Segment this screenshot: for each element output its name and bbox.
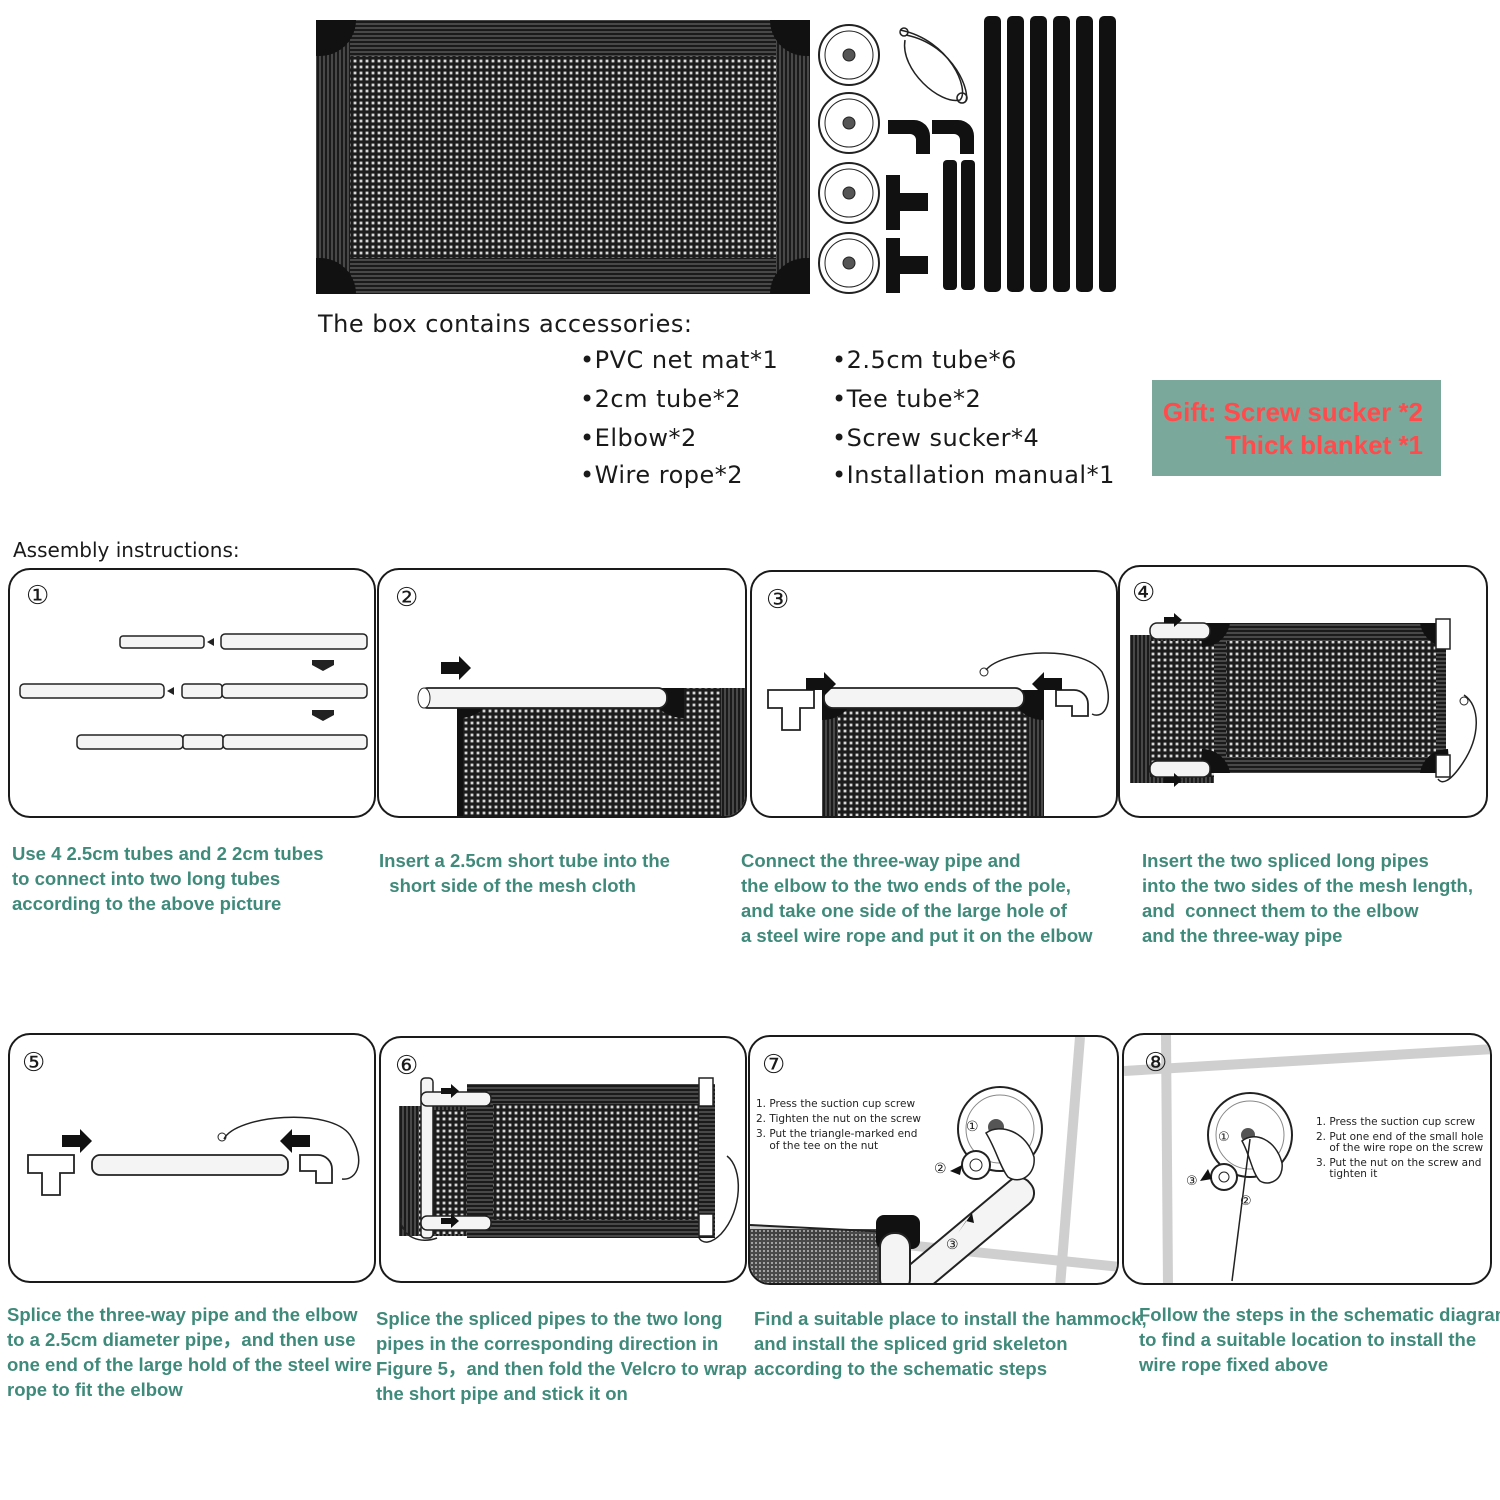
accessory-item: •Screw sucker*4 <box>832 424 1040 452</box>
step-number: ① <box>26 581 49 611</box>
pvc-net-mat-icon <box>316 20 810 294</box>
step-7-caption: Find a suitable place to install the ham… <box>754 1308 1147 1379</box>
gift-badge: Gift: Screw sucker *2 Thick blanket *1 <box>1152 380 1441 476</box>
step-2-caption: Insert a 2.5cm short tube into the short… <box>379 850 670 896</box>
gift-line-1: Gift: Screw sucker *2 <box>1162 397 1423 427</box>
gift-line-2: Thick blanket *1 <box>1225 430 1423 460</box>
svg-text:①: ① <box>1218 1130 1230 1145</box>
note-line: 1. Press the suction cup screw <box>1316 1116 1475 1128</box>
assembly-title: Assembly instructions: <box>13 538 240 562</box>
note-line: of the wire rope on the screw <box>1316 1142 1484 1154</box>
note-line: 1. Press the suction cup screw <box>756 1098 915 1110</box>
svg-text:①: ① <box>966 1119 979 1135</box>
step-5-caption: Splice the three-way pipe and the elbow … <box>7 1304 372 1400</box>
step-8-panel: ① ② ③ 1. Press the suction cup screw 2. … <box>1122 1033 1492 1285</box>
step-number: ⑤ <box>22 1048 45 1078</box>
wire-rope-icon <box>899 27 968 104</box>
step-6-caption: Splice the spliced pipes to the two long… <box>376 1308 748 1404</box>
accessory-item: •2.5cm tube*6 <box>832 346 1017 374</box>
step-1-panel: ① <box>8 568 376 818</box>
accessory-item: •Elbow*2 <box>580 424 697 452</box>
svg-text:②: ② <box>934 1161 947 1177</box>
step-number: ④ <box>1132 578 1155 608</box>
2cm-tube-icon <box>943 160 975 290</box>
step-5-panel: ⑤ <box>8 1033 376 1283</box>
step-7-notes: 1. Press the suction cup screw 2. Tighte… <box>756 1098 921 1152</box>
step-6-panel: ⑥ <box>379 1036 747 1283</box>
step-number: ② <box>395 583 418 613</box>
note-line: 2. Put one end of the small hole <box>1316 1131 1483 1143</box>
screw-sucker-icon <box>818 24 880 294</box>
accessory-item: •2cm tube*2 <box>580 385 742 413</box>
step-number: ⑦ <box>762 1050 785 1080</box>
accessory-item: •PVC net mat*1 <box>580 346 779 374</box>
step-8-notes: 1. Press the suction cup screw 2. Put on… <box>1316 1116 1484 1180</box>
svg-text:③: ③ <box>946 1237 959 1253</box>
step-number: ⑧ <box>1144 1048 1167 1078</box>
elbow-icon <box>888 120 974 154</box>
step-1-caption: Use 4 2.5cm tubes and 2 2cm tubes to con… <box>12 843 324 914</box>
note-line: 3. Put the triangle-marked end <box>756 1128 917 1140</box>
accessory-item: •Wire rope*2 <box>580 461 744 489</box>
step-4-panel: ④ <box>1118 565 1488 818</box>
box-contents-title: The box contains accessories: <box>318 310 693 338</box>
note-line: tighten it <box>1316 1168 1377 1180</box>
step-3-panel: ③ <box>750 570 1118 818</box>
step-3-caption: Connect the three-way pipe and the elbow… <box>741 850 1093 946</box>
note-line: 2. Tighten the nut on the screw <box>756 1113 921 1125</box>
step-2-panel: ② <box>377 568 747 818</box>
step-7-panel: ① ② ③ 1. Press the suction cup screw 2. … <box>748 1035 1119 1285</box>
step-number: ⑥ <box>395 1051 418 1081</box>
step-8-caption: Follow the steps in the schematic diagra… <box>1139 1304 1500 1375</box>
note-line: 3. Put the nut on the screw and <box>1316 1157 1481 1169</box>
svg-text:③: ③ <box>1186 1174 1198 1189</box>
accessories-illustration <box>316 16 1116 294</box>
2-5cm-tube-icon <box>984 16 1116 292</box>
step-4-caption: Insert the two spliced long pipes into t… <box>1142 850 1473 946</box>
note-line: of the tee on the nut <box>756 1140 878 1152</box>
accessory-item: •Installation manual*1 <box>832 461 1115 489</box>
tee-tube-icon <box>886 175 928 293</box>
step-number: ③ <box>766 585 789 615</box>
svg-text:②: ② <box>1240 1194 1252 1209</box>
accessory-item: •Tee tube*2 <box>832 385 982 413</box>
